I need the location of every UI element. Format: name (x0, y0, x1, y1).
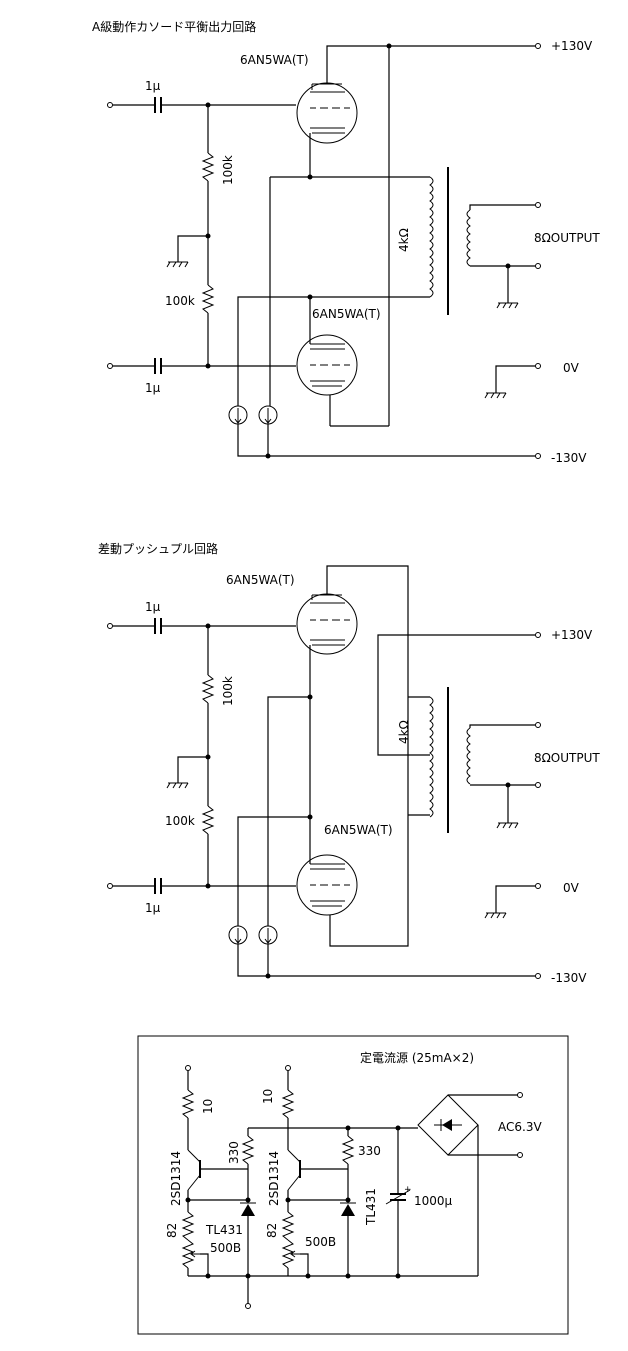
c2-transformer-primary: 4kΩ (397, 720, 411, 744)
c3-transistor-left: 2SD1314 (169, 1151, 183, 1206)
c2-vplus: +130V (551, 628, 593, 642)
c2-tube-bottom-label: 6AN5WA(T) (324, 823, 393, 837)
tube-top (296, 82, 358, 144)
c2-tube-top-label: 6AN5WA(T) (226, 573, 295, 587)
c3-ref-right: TL431 (364, 1188, 378, 1226)
circuit3-title: 定電流源 (25mA×2) (360, 1050, 474, 1065)
c3-r10-right: 10 (261, 1089, 275, 1104)
c2-cap-top: 1μ (145, 600, 161, 614)
c3-cap: 1000μ (414, 1194, 453, 1208)
c1-tube-bottom-label: 6AN5WA(T) (312, 307, 381, 321)
c1-vminus: -130V (551, 451, 587, 465)
c1-res-top: 100k (221, 155, 235, 185)
c2-output: 8ΩOUTPUT (534, 751, 600, 765)
c3-transistor-right: 2SD1314 (267, 1151, 281, 1206)
c2-vminus: -130V (551, 971, 587, 985)
c1-vzero: 0V (563, 361, 580, 375)
c2-res-bottom: 100k (165, 814, 195, 828)
tube-bottom (296, 334, 358, 396)
c2-res-top: 100k (221, 676, 235, 706)
tube-bottom-2 (296, 854, 358, 916)
c3-r330-left: 330 (227, 1141, 241, 1164)
c3-cap-plus: + (404, 1185, 412, 1195)
c3-r82-right: 82 (265, 1223, 279, 1238)
c1-cap-top: 1μ (145, 79, 161, 93)
c2-cap-bottom: 1μ (145, 901, 161, 915)
c1-tube-top-label: 6AN5WA(T) (240, 53, 309, 67)
c1-output: 8ΩOUTPUT (534, 231, 600, 245)
c1-transformer-primary: 4kΩ (397, 228, 411, 252)
c3-r330-right: 330 (358, 1144, 381, 1158)
circuit1-title: A級動作カソード平衡出力回路 (92, 19, 256, 34)
circuit2: 差動プッシュプル回路 6AN5WA(T) +130V 4kΩ 8ΩOUTPUT (98, 541, 600, 985)
circuit2-title: 差動プッシュプル回路 (98, 541, 218, 556)
c3-pot-right: 500B (305, 1235, 336, 1249)
tube-top-2 (296, 593, 358, 655)
c2-vzero: 0V (563, 881, 580, 895)
circuit1: A級動作カソード平衡出力回路 6AN5WA(T) +130V 4kΩ 8ΩOUT… (92, 19, 600, 465)
c3-pot-left: 500B (210, 1241, 241, 1255)
c3-r82-left: 82 (165, 1223, 179, 1238)
c1-cap-bottom: 1μ (145, 381, 161, 395)
c3-ac: AC6.3V (498, 1120, 542, 1134)
c3-r10-left: 10 (201, 1099, 215, 1114)
c3-ref-left: TL431 (205, 1223, 243, 1237)
c1-vplus: +130V (551, 39, 593, 53)
circuit3: 定電流源 (25mA×2) 10 2SD1314 330 TL431 82 50… (137, 1035, 569, 1335)
constant-current-box (137, 1035, 569, 1335)
c1-res-bottom: 100k (165, 294, 195, 308)
